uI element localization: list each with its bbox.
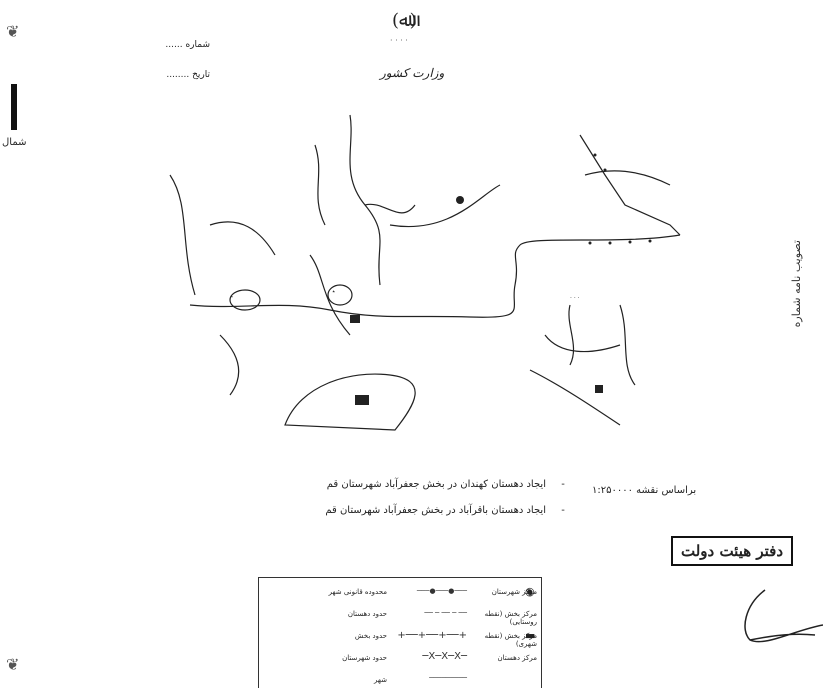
county-center-icon: ◉ xyxy=(525,585,535,598)
svg-text:٭: ٭ xyxy=(332,288,336,295)
letter-date-field: تاریخ ........ xyxy=(100,70,210,80)
caption-text: ایجاد دهستان باقرآباد در بخش جعفرآباد شه… xyxy=(325,505,546,516)
legend-row: حدود دهستان مرکز بخش (نقطه روستایی) ── ─… xyxy=(259,604,541,626)
side-margin-text: تصویب نامه شماره xyxy=(790,240,803,328)
legend-label-left: محدوده قانونی شهر xyxy=(328,588,387,596)
legend-label-right: مرکز بخش (نقطه روستایی) xyxy=(484,610,537,626)
region-south xyxy=(284,373,416,431)
emblem-subtext: · · · · xyxy=(390,36,408,45)
legend-symbol: ─X─X─X─ xyxy=(422,651,467,662)
legend-label-left: شهر xyxy=(374,676,387,684)
legend-label-right: مرکز شهرستان xyxy=(491,588,537,596)
county-center-marker xyxy=(456,196,464,204)
map-scale: براساس نقشه ۱:۲۵۰۰۰۰ xyxy=(592,485,697,496)
corner-ornament-top-left: ❦ xyxy=(6,22,20,41)
legend-row: حدود بخش مرکز بخش (نقطه شهری) ▬ +──+──+─… xyxy=(259,626,541,648)
ministry-name: وزارت کشور xyxy=(380,66,445,80)
legend-label-right: مرکز دهستان xyxy=(497,654,537,662)
map-captions: - ایجاد دهستان کهندان در بخش جعفرآباد شه… xyxy=(268,472,568,524)
date-label: تاریخ ........ xyxy=(166,70,210,80)
caption-item: - ایجاد دهستان باقرآباد در بخش جعفرآباد … xyxy=(268,498,568,524)
corner-ornament-bottom-left: ❦ xyxy=(6,655,20,674)
boundary-line-east xyxy=(579,134,681,236)
legend-label-left: حدود شهرستان xyxy=(342,654,387,662)
svg-text:· · ·: · · · xyxy=(570,295,580,302)
legend-row: محدوده قانونی شهر مرکز شهرستان ◉ ───●───… xyxy=(259,582,541,604)
legend-symbol: ───────── xyxy=(429,674,467,682)
legend-row: شهر ───────── xyxy=(259,670,541,692)
north-label: شمال xyxy=(2,137,27,148)
caption-bullet: - xyxy=(561,505,565,516)
river-line xyxy=(349,114,381,286)
north-arrow-icon xyxy=(11,84,17,130)
legend-label-left: حدود دهستان xyxy=(347,610,387,618)
letter-number-field: شماره ...... xyxy=(100,40,210,50)
legend-symbol: ───●───●─── xyxy=(416,587,467,595)
map-legend: محدوده قانونی شهر مرکز شهرستان ◉ ───●───… xyxy=(258,577,542,688)
legend-label-right: مرکز بخش (نقطه شهری) xyxy=(484,632,537,648)
legend-row: حدود شهرستان مرکز دهستان ─X─X─X─ xyxy=(259,648,541,670)
legend-symbol: ── ─ ── ─ ── xyxy=(424,609,467,617)
district-map: ٭ ٭ · · · xyxy=(169,114,681,431)
legend-label-left: حدود بخش xyxy=(354,632,387,640)
svg-text:٭: ٭ xyxy=(230,293,234,300)
caption-bullet: - xyxy=(561,479,565,490)
state-emblem: (ﷲ) xyxy=(392,10,417,31)
legend-symbol: +──+──+──+ xyxy=(397,630,467,641)
cabinet-office-stamp: دفتر هیئت دولت xyxy=(671,536,794,566)
caption-text: ایجاد دهستان کهندان در بخش جعفرآباد شهرس… xyxy=(326,479,546,490)
boundary-line-main xyxy=(189,234,681,318)
caption-item: - ایجاد دهستان کهندان در بخش جعفرآباد شه… xyxy=(268,472,568,498)
district-center-icon: ▬ xyxy=(525,629,536,642)
number-label: شماره ...... xyxy=(165,40,210,50)
settlement-ring xyxy=(229,289,261,311)
signature xyxy=(744,589,823,643)
